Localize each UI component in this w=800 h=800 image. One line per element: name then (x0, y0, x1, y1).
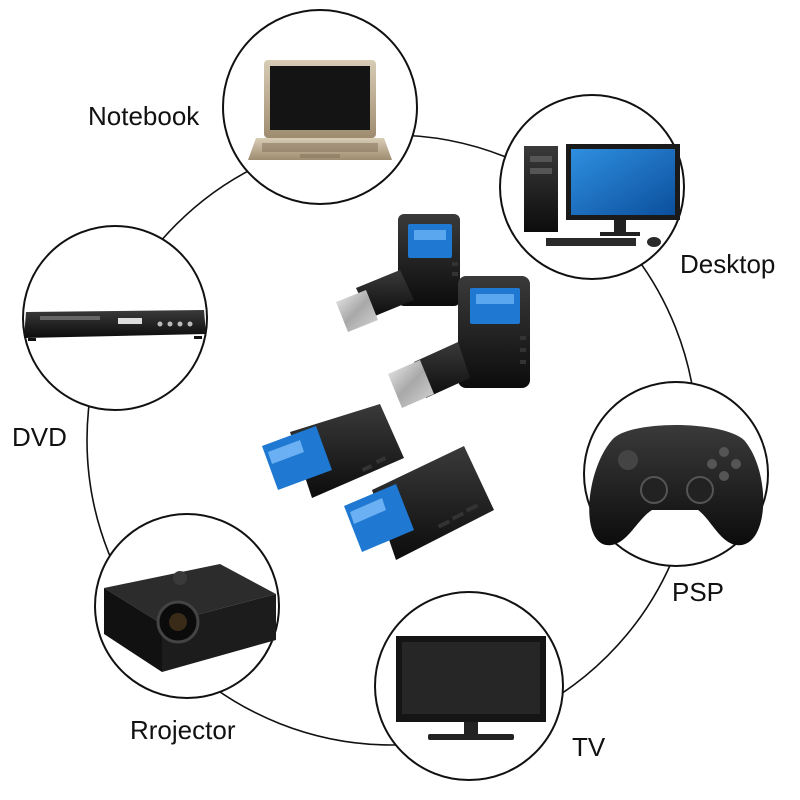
projector-node (94, 513, 280, 699)
projector-label: Rrojector (130, 715, 236, 745)
usb-right-angle-adapter-icon (262, 214, 530, 560)
projector-icon (104, 564, 276, 672)
monitor-tv-icon (396, 636, 546, 740)
laptop-icon (248, 60, 392, 160)
tv-node (374, 591, 564, 781)
dvd-label: DVD (12, 422, 67, 452)
psp-label: PSP (672, 577, 725, 607)
dvd-player-icon (24, 310, 206, 341)
desktop-node (499, 94, 685, 280)
desktop-computer-icon (524, 144, 680, 247)
gamepad-icon (589, 425, 764, 546)
notebook-node (222, 9, 418, 205)
notebook-label: Notebook (88, 101, 200, 131)
tv-label: TV (572, 732, 606, 762)
psp-node (583, 381, 769, 567)
desktop-label: Desktop (680, 249, 776, 279)
dvd-node (22, 225, 208, 411)
